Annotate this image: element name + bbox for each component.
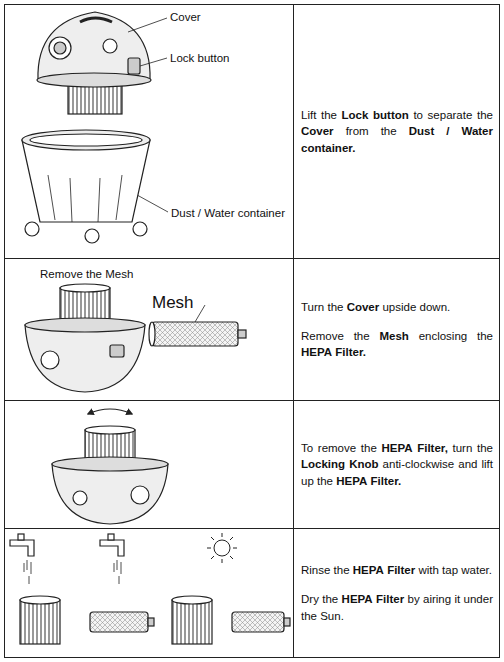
cover-upside-down (25, 284, 145, 392)
instruction-text: To remove the HEPA Filter, turn the Lock… (301, 440, 493, 489)
leader-lines-part (128, 18, 167, 32)
vacuum-cover-part (54, 42, 66, 54)
instruction-text: Remove the Mesh enclosing the HEPA Filte… (301, 328, 493, 361)
tap-water-part (18, 534, 24, 540)
tap-water-part (100, 540, 124, 556)
dust-water-container-part (25, 222, 39, 236)
cover-upside-down-part (110, 345, 124, 357)
sun-symbol-part (207, 533, 237, 563)
dust-water-container-part (22, 130, 150, 150)
vacuum-cover-part (128, 58, 140, 74)
table-grid-part (293, 4, 294, 658)
vacuum-cover (37, 12, 151, 114)
cover-with-filter-part (85, 426, 135, 434)
cover-with-filter-part (73, 491, 87, 505)
dust-water-container-part (133, 222, 147, 236)
vacuum-cover-part (37, 73, 151, 87)
filter-parts-part (232, 612, 284, 632)
instruction-text: Turn the Cover upside down. (301, 299, 493, 315)
instruction-cell: To remove the HEPA Filter, turn the Lock… (294, 401, 499, 528)
part-name: Mesh (152, 294, 194, 311)
vacuum-cover-part (49, 37, 71, 59)
cover-upside-down-part (41, 351, 59, 369)
filter-parts-part (284, 618, 290, 626)
table-grid-part (4, 400, 500, 401)
part-name: Lock button (170, 53, 229, 65)
instruction-cell: Lift the Lock button to separate the Cov… (294, 5, 499, 258)
cover-with-filter-part (52, 457, 168, 471)
tap-water-part (108, 534, 114, 540)
instruction-cell: Turn the Cover upside down. Remove the Me… (294, 259, 499, 400)
filter-parts (20, 596, 290, 644)
cover-upside-down-part (25, 318, 145, 332)
filter-parts-part (148, 618, 154, 626)
filter-parts-part (172, 596, 212, 604)
dust-water-container-part (22, 140, 150, 222)
part-name: Cover (170, 12, 201, 24)
sun-symbol-part (214, 540, 230, 556)
instruction-text: Dry the HEPA Filter by airing it under t… (301, 591, 493, 624)
part-name: Dust / Water container (171, 208, 285, 220)
table-grid-part (4, 258, 500, 259)
dust-water-container-part (85, 229, 99, 243)
sun-symbol (207, 533, 237, 563)
cover-upside-down-part (25, 325, 145, 392)
dust-water-container-part (48, 175, 122, 222)
mesh-cylinder-part (238, 330, 246, 338)
cover-with-filter-part (88, 409, 132, 414)
filter-parts-part (172, 600, 212, 644)
tap-water-part (114, 560, 121, 584)
mesh-cylinder-part (152, 322, 238, 346)
instruction-text: Rinse the HEPA Filter with tap water. (301, 562, 493, 578)
filter-parts-part (20, 596, 60, 604)
leader-lines-part (140, 58, 167, 66)
cover-upside-down-part (60, 284, 110, 292)
mesh-cylinder (149, 305, 246, 346)
cover-with-filter (52, 409, 168, 524)
tap-water-part (10, 540, 34, 556)
filter-parts-part (90, 612, 148, 632)
dust-water-container-part (30, 134, 142, 146)
cover-with-filter-part (131, 486, 149, 504)
mesh-cylinder-part (195, 305, 205, 322)
table-grid-part (4, 528, 500, 529)
vacuum-cover-part (80, 18, 112, 22)
instruction-cell: Rinse the HEPA Filter with tap water. Dry… (294, 529, 499, 657)
vacuum-cover-part (103, 39, 117, 53)
instruction-text: Lift the Lock button to separate the Cov… (301, 107, 493, 156)
table-grid-part (5, 5, 500, 658)
tap-water (10, 534, 124, 584)
vacuum-cover-part (38, 12, 150, 80)
table-grid (4, 4, 500, 658)
mesh-cylinder-part (149, 322, 155, 346)
tap-water-part (24, 560, 31, 584)
cover-with-filter-part (52, 464, 168, 524)
dust-water-container (22, 130, 150, 243)
filter-parts-part (20, 600, 60, 644)
step-note: Remove the Mesh (40, 269, 133, 281)
